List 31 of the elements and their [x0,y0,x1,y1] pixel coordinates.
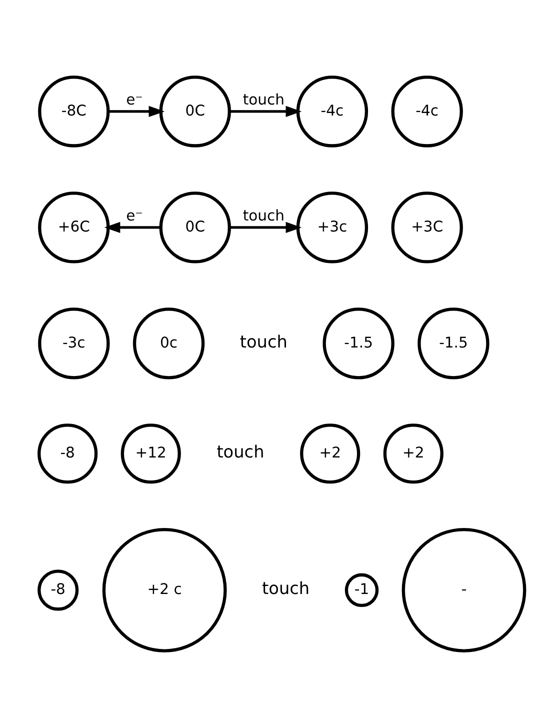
node-circle: 0C [159,76,231,148]
label: touch [262,578,310,598]
node-circle: -3c [38,308,110,380]
label: touch [216,442,264,462]
node-circle: 0c [132,308,205,380]
arrow [108,106,165,118]
edge-label: e⁻ [126,91,143,108]
node-circle: -4c [391,76,463,148]
node-circle: +3c [296,192,368,264]
node-circle: -8C [38,76,110,148]
edge-label: touch [242,207,284,224]
node-circle: -8 [38,424,98,484]
node-circle: - [402,528,526,652]
label: touch [240,331,288,352]
edge-label: touch [242,91,284,108]
node-circle: -1 [344,573,379,608]
node-circle: +6C [38,192,110,264]
arrow [230,106,302,118]
node-circle: -1.5 [322,308,394,380]
node-circle: +3C [391,192,463,264]
node-circle: -8 [38,570,79,611]
arrow [104,222,161,233]
node-circle: -1.5 [418,308,490,380]
node-circle: +12 [120,424,181,484]
node-circle: +2 c [102,528,227,652]
edge-label: e⁻ [126,207,143,224]
node-circle: 0C [159,192,231,264]
node-circle: +2 [383,424,444,484]
node-circle: -4c [296,76,368,148]
node-circle: +2 [300,424,360,484]
arrow [230,222,302,233]
